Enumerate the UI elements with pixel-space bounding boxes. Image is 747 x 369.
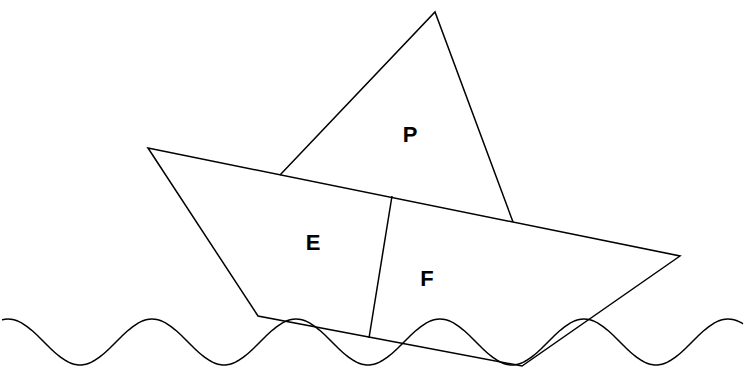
waves [2,319,743,365]
sail [280,12,513,222]
part-label: F [420,268,433,290]
part-label: P [403,124,418,146]
hull-divider [369,196,392,338]
part-label: E [306,232,321,254]
